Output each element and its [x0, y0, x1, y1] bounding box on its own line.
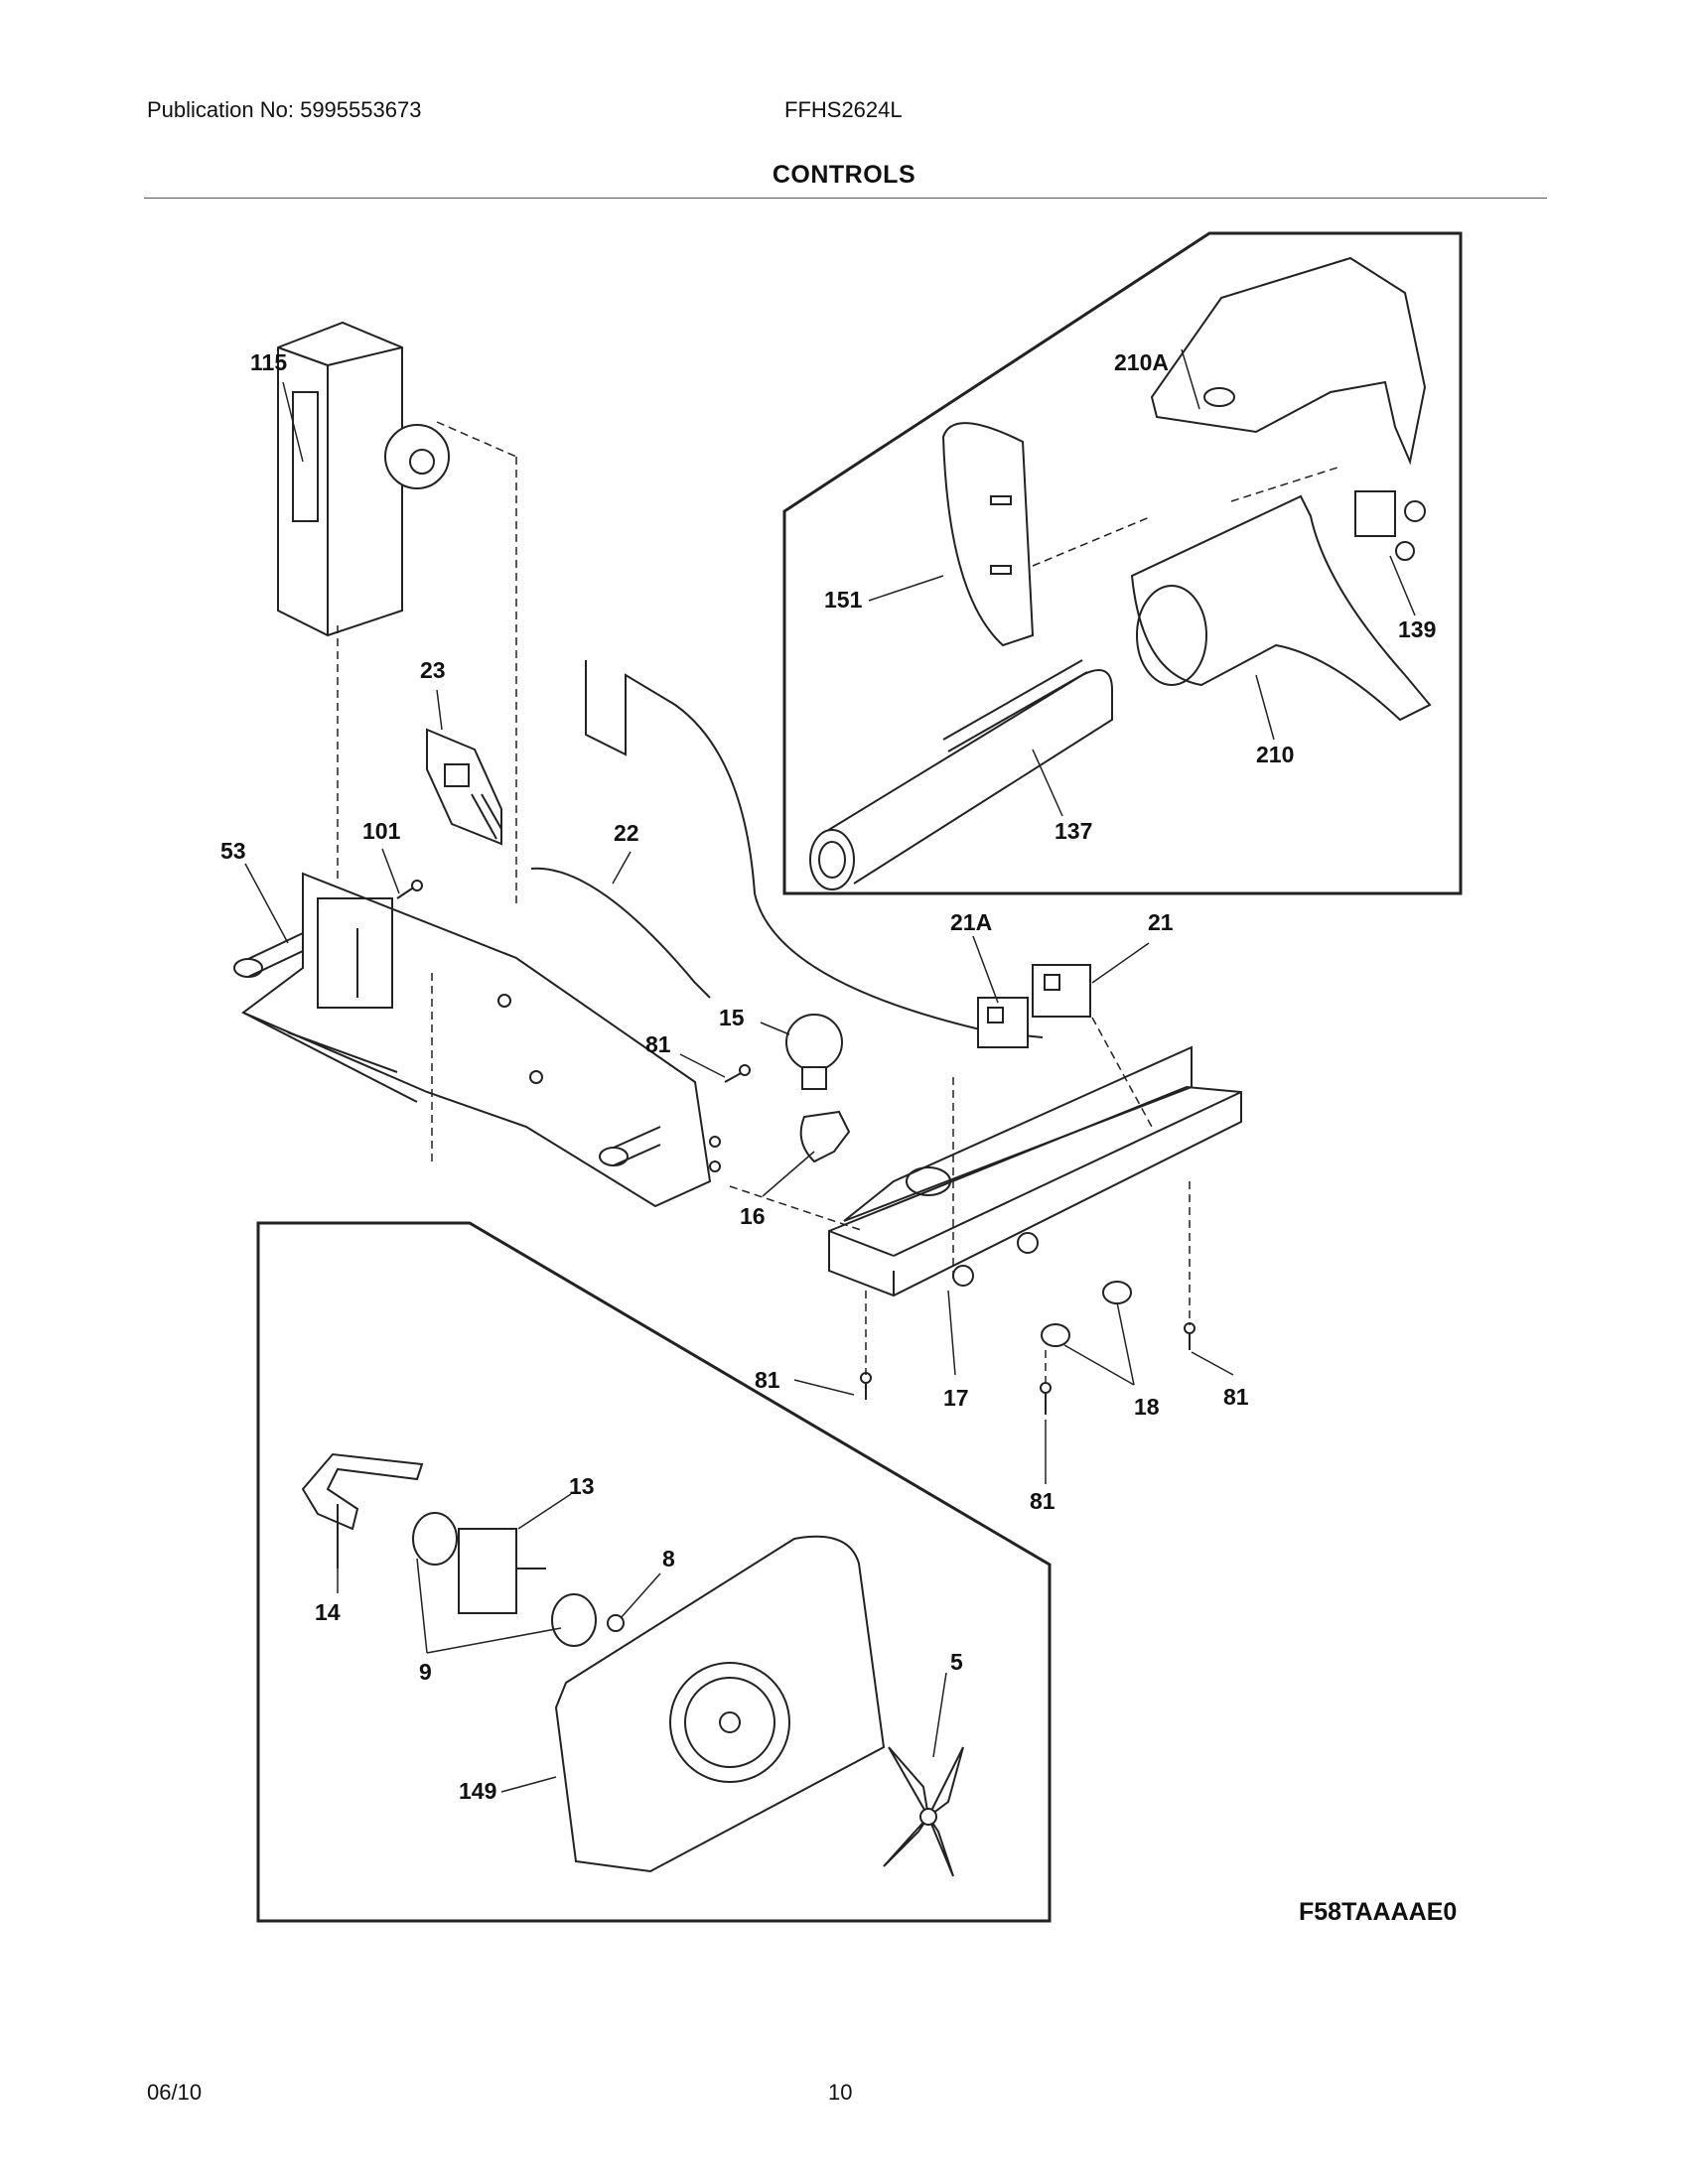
callout-81-a: 81: [645, 1031, 671, 1057]
callout-101: 101: [362, 818, 401, 844]
callout-16: 16: [740, 1203, 766, 1229]
part-81-screw-b: [860, 1372, 872, 1400]
callout-115: 115: [250, 349, 287, 375]
callout-9: 9: [419, 1659, 432, 1685]
part-210-housing: [1130, 494, 1432, 722]
callout-21a: 21A: [950, 909, 992, 935]
part-16-light-socket: [799, 1110, 851, 1163]
part-81-screw-d: [1040, 1382, 1052, 1415]
footer-date: 06/10: [147, 2080, 203, 2105]
callout-8: 8: [662, 1546, 675, 1571]
part-17-control-housing: [828, 1045, 1242, 1297]
callout-14: 14: [315, 1599, 341, 1625]
figure-code: F58TAAAAE0: [1299, 1898, 1458, 1926]
callout-81-d: 81: [1030, 1488, 1055, 1514]
part-9-grommets: [412, 1512, 597, 1647]
section-title: CONTROLS: [772, 161, 916, 189]
callout-81-b: 81: [755, 1367, 780, 1393]
callout-81-c: 81: [1223, 1384, 1249, 1410]
callout-53: 53: [220, 838, 246, 864]
part-5-fan-blade: [883, 1746, 964, 1877]
part-101-screw: [396, 880, 423, 899]
inset-frame-fan: [256, 1221, 1052, 1923]
part-115-control-box: [277, 321, 450, 637]
inset-frame-filter: [782, 231, 1463, 895]
callout-22: 22: [614, 820, 639, 846]
part-210a-cover: [1150, 256, 1427, 466]
part-14-bracket: [301, 1452, 424, 1569]
callout-13: 13: [569, 1473, 595, 1499]
callout-17: 17: [943, 1385, 969, 1411]
part-151-door: [941, 422, 1035, 647]
leader-lines: [244, 348, 1416, 1793]
callout-151: 151: [824, 587, 863, 613]
part-22-sensor-wire: [530, 660, 1044, 1038]
publication-number: Publication No: 5995553673: [147, 97, 422, 122]
part-15-light-bulb: [785, 1014, 843, 1090]
part-81-screw-c: [1184, 1322, 1196, 1350]
callout-210: 210: [1256, 742, 1294, 767]
callout-137: 137: [1055, 818, 1092, 844]
callout-5: 5: [950, 1649, 963, 1675]
callout-149: 149: [459, 1778, 496, 1804]
page-number: 10: [828, 2080, 853, 2105]
model-number: FFHS2624L: [784, 97, 903, 122]
part-21a-switch: [977, 997, 1029, 1048]
header-divider: [144, 198, 1547, 199]
part-149-fan-shroud: [554, 1535, 886, 1873]
alignment-lines: [337, 421, 1341, 1385]
callout-18: 18: [1134, 1394, 1160, 1420]
callout-23: 23: [420, 657, 446, 683]
callout-139: 139: [1398, 616, 1436, 642]
part-21-switch: [1032, 964, 1091, 1018]
part-23-board: [426, 728, 502, 846]
part-13-motor: [458, 1528, 546, 1614]
callout-21: 21: [1148, 909, 1174, 935]
callout-15: 15: [719, 1005, 745, 1030]
part-81-screw-a: [724, 1064, 751, 1083]
part-8-washer: [607, 1614, 625, 1632]
callout-210a: 210A: [1114, 349, 1169, 375]
part-139-valve: [1354, 490, 1426, 561]
part-18-knobs: [1041, 1281, 1132, 1347]
part-137-filter-cartridge: [809, 659, 1113, 890]
part-53-bracket: [233, 872, 721, 1208]
